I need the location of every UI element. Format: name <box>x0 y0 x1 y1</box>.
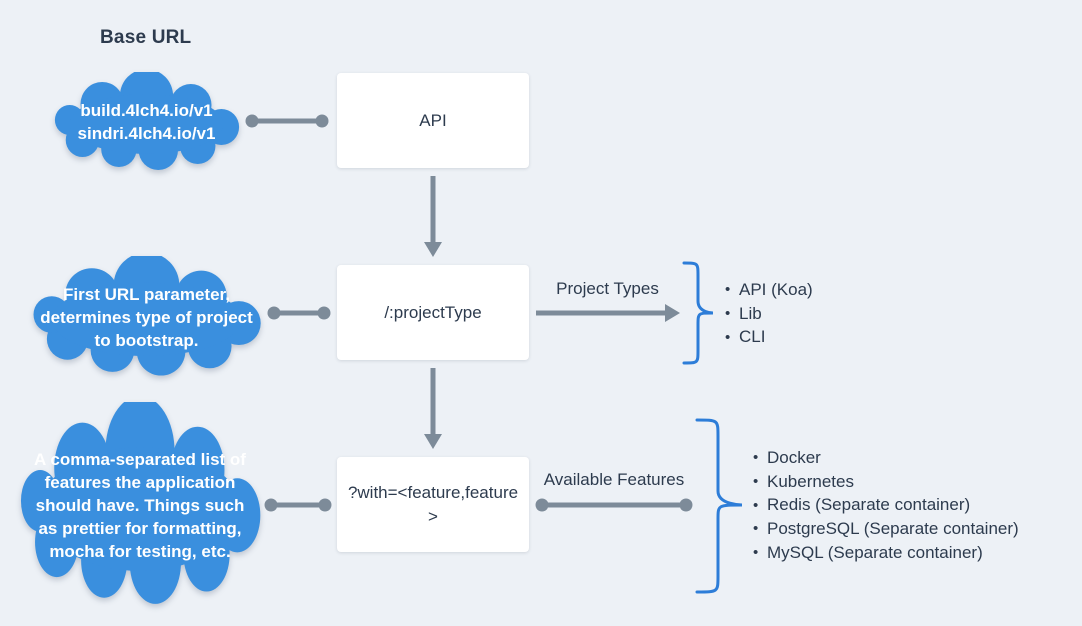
available-feature-label: Kubernetes <box>767 471 854 491</box>
bullet-icon: • <box>725 281 731 299</box>
available-feature-label: MySQL (Separate container) <box>767 542 983 562</box>
node-with-query-label: ?with=<feature,feature> <box>347 482 519 526</box>
available-feature-item: • MySQL (Separate container) <box>753 541 1019 565</box>
node-projecttype: /:projectType <box>337 265 529 360</box>
bullet-icon: • <box>725 328 731 346</box>
available-feature-label: PostgreSQL (Separate container) <box>767 518 1019 538</box>
connector-note-with <box>264 498 332 512</box>
available-features-list: • Docker • Kubernetes • Redis (Separate … <box>753 446 1019 564</box>
connector-baseurl-api <box>245 114 329 128</box>
page-title: Base URL <box>100 27 192 48</box>
cloud-projecttype-note-text: First URL parameter, determines type of … <box>40 284 253 350</box>
node-api: API <box>337 73 529 168</box>
edge-label-project-types: Project Types <box>556 279 659 298</box>
project-type-label: CLI <box>739 327 766 347</box>
available-feature-label: Docker <box>767 447 821 467</box>
edge-label-available-features: Available Features <box>543 470 685 489</box>
project-types-list: • API (Koa) • Lib • CLI <box>725 278 813 349</box>
project-type-label: API (Koa) <box>739 279 813 299</box>
node-api-label: API <box>419 110 447 130</box>
bullet-icon: • <box>753 473 759 491</box>
project-type-item: • CLI <box>725 325 813 349</box>
available-feature-item: • PostgreSQL (Separate container) <box>753 517 1019 541</box>
cloud-base-url-text: build.4lch4.io/v1 sindri.4lch4.io/v1 <box>77 101 216 143</box>
node-with-query: ?with=<feature,feature> <box>337 457 529 552</box>
available-feature-item: • Docker <box>753 446 1019 470</box>
bullet-icon: • <box>753 449 759 467</box>
project-type-item: • API (Koa) <box>725 278 813 302</box>
available-feature-label: Redis (Separate container) <box>767 495 971 515</box>
bullet-icon: • <box>753 520 759 538</box>
connector-note-projecttype <box>267 306 331 320</box>
project-type-label: Lib <box>739 303 762 323</box>
bullet-icon: • <box>753 496 759 514</box>
arrow-projecttype-with <box>424 368 442 449</box>
available-feature-item: • Kubernetes <box>753 470 1019 494</box>
project-type-item: • Lib <box>725 302 813 326</box>
cloud-features-note-text: A comma-separated list of features the a… <box>34 449 246 561</box>
arrow-projecttype-types <box>536 304 680 322</box>
brace-project-types <box>682 261 714 365</box>
bullet-icon: • <box>725 305 731 323</box>
connector-with-features <box>535 498 693 512</box>
brace-available-features <box>695 418 743 594</box>
available-feature-item: • Redis (Separate container) <box>753 493 1019 517</box>
bullet-icon: • <box>753 544 759 562</box>
node-projecttype-label: /:projectType <box>384 302 482 322</box>
arrow-api-projecttype <box>424 176 442 257</box>
